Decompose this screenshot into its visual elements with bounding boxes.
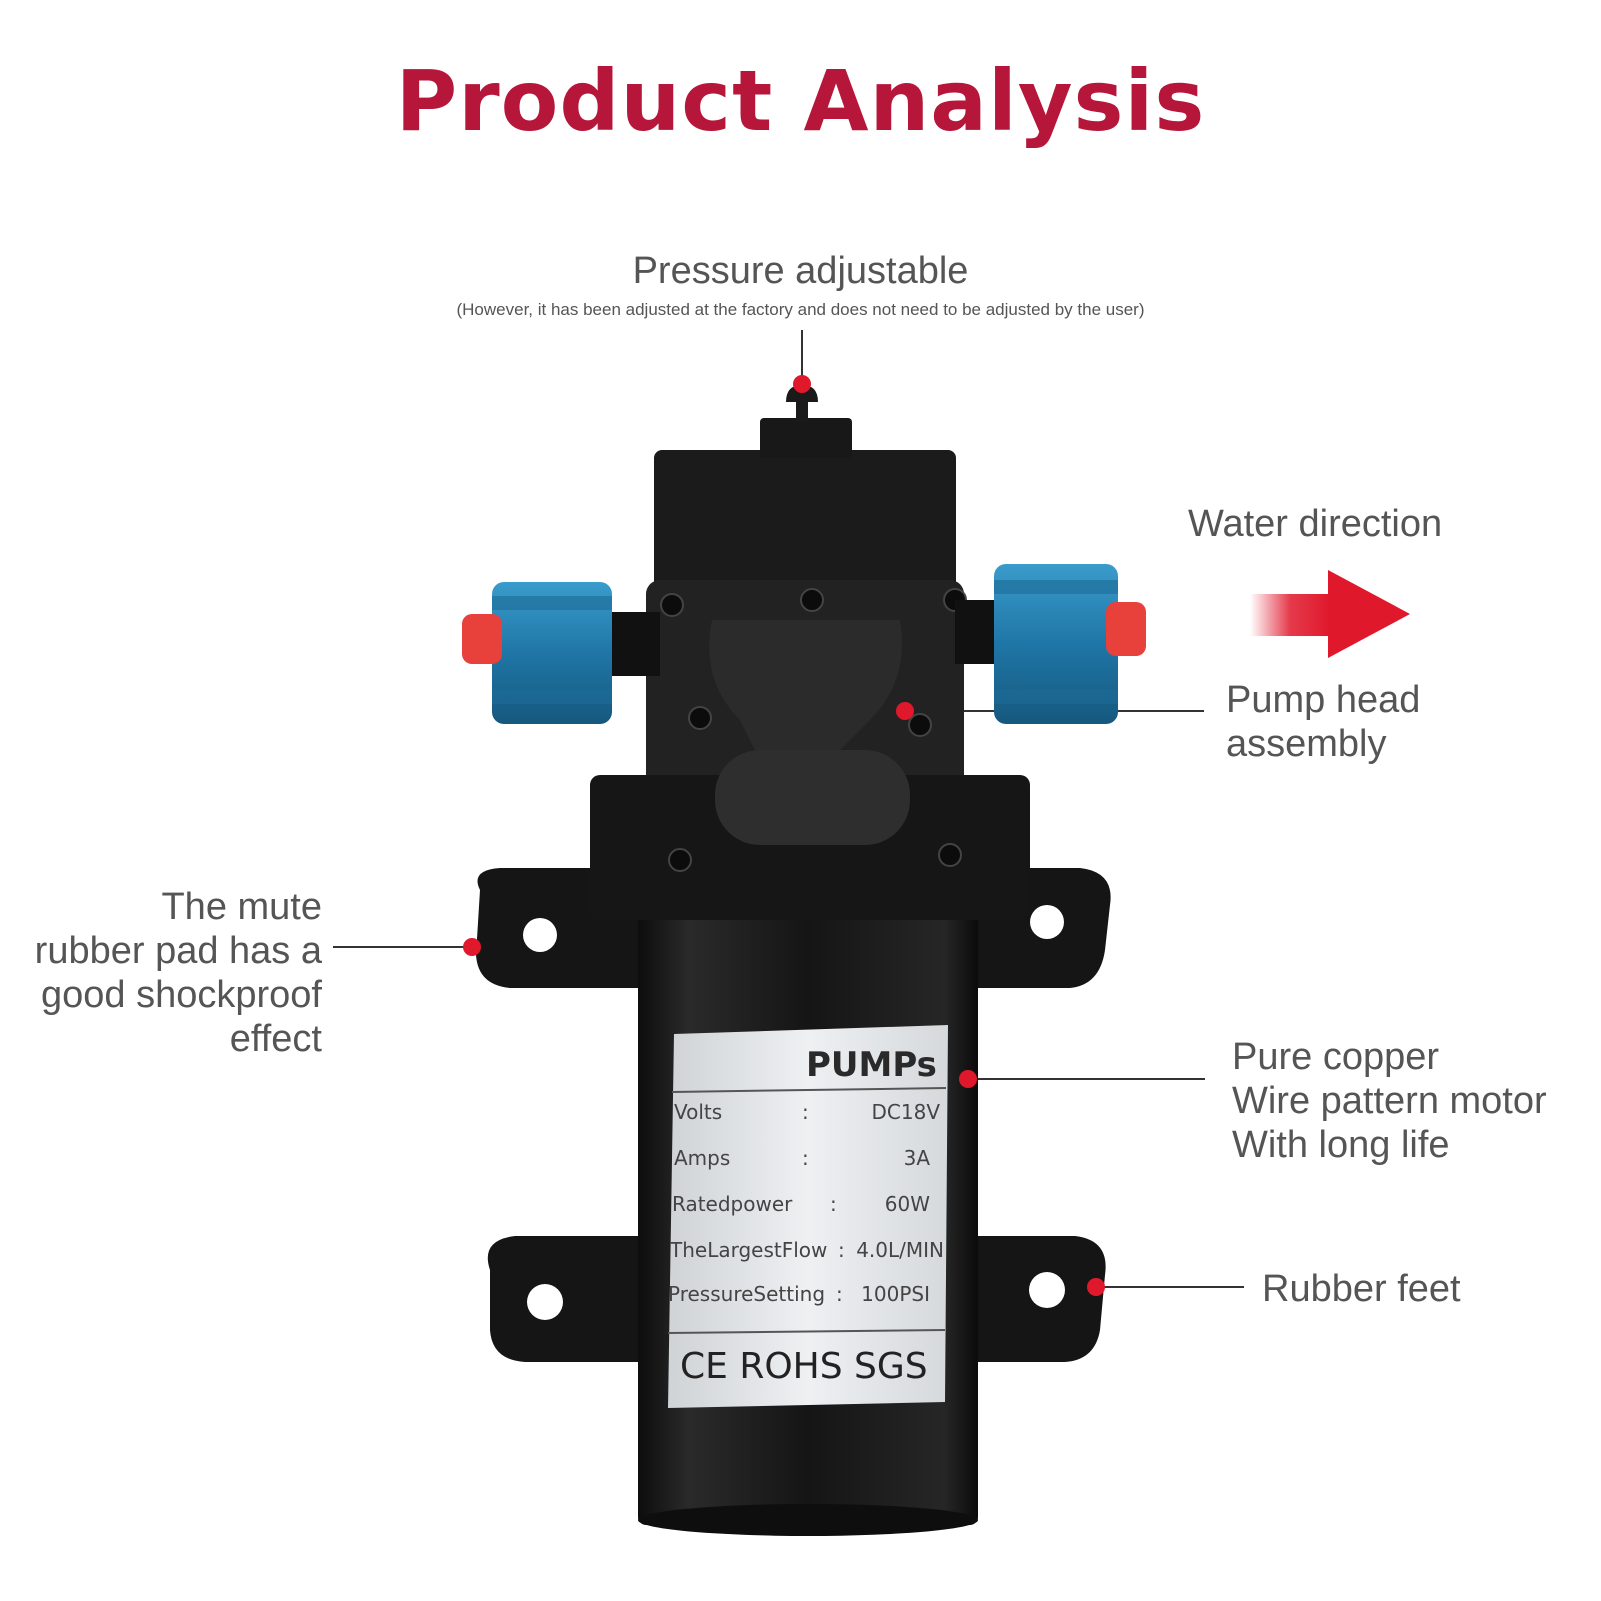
spec-name: PressureSetting [668,1282,826,1306]
spec-value: 100PSI [861,1282,930,1306]
spec-sep: : [838,1238,845,1262]
spec-name: Volts [674,1100,723,1124]
pump-head-label: Pump head assembly [1226,678,1420,766]
spec-sep: : [836,1282,843,1306]
spec-name: Ratedpower [672,1192,793,1216]
spec-name: Amps [674,1146,731,1170]
water-direction-label: Water direction [1188,503,1443,545]
callout-dot-icon [463,375,1105,1296]
certification-marks: CE ROHS SGS [680,1346,928,1387]
label-brand: PUMPs [806,1045,937,1085]
spec-value: DC18V [871,1100,941,1124]
spec-label [667,1025,948,1408]
mute-pad-line: rubber pad has a [34,930,322,972]
mute-pad-line: good shockproof [41,974,322,1016]
spec-value: 60W [884,1192,930,1216]
spec-value: 4.0L/MIN [856,1238,944,1262]
rubber-feet-label: Rubber feet [1262,1268,1461,1310]
spec-sep: : [802,1100,809,1124]
spec-sep: : [802,1146,809,1170]
mute-pad-label: The mute rubber pad has a good shockproo… [0,885,322,1061]
spec-name: TheLargestFlow [670,1238,828,1262]
mute-pad-line: effect [229,1018,322,1060]
page-title: Product Analysis [395,52,1206,150]
pressure-switch-housing [654,450,956,600]
spec-value: 3A [903,1146,930,1170]
right-arrow-icon [1250,570,1410,658]
adjust-screw [786,385,818,402]
inlet-fitting [462,582,660,724]
motor-line: Wire pattern motor [1232,1080,1547,1122]
pressure-adjustable-note: (However, it has been adjusted at the fa… [456,300,1145,319]
pressure-adjustable-label: Pressure adjustable [632,250,969,292]
mute-pad-line: The mute [161,886,322,928]
motor-label: Pure copper Wire pattern motor With long… [1232,1035,1547,1167]
motor-line: With long life [1232,1124,1450,1166]
outlet-fitting [955,564,1146,724]
pump-head-line: assembly [1226,723,1387,765]
motor-line: Pure copper [1232,1036,1440,1078]
pump-head-line: Pump head [1226,679,1421,721]
spec-sep: : [830,1192,837,1216]
